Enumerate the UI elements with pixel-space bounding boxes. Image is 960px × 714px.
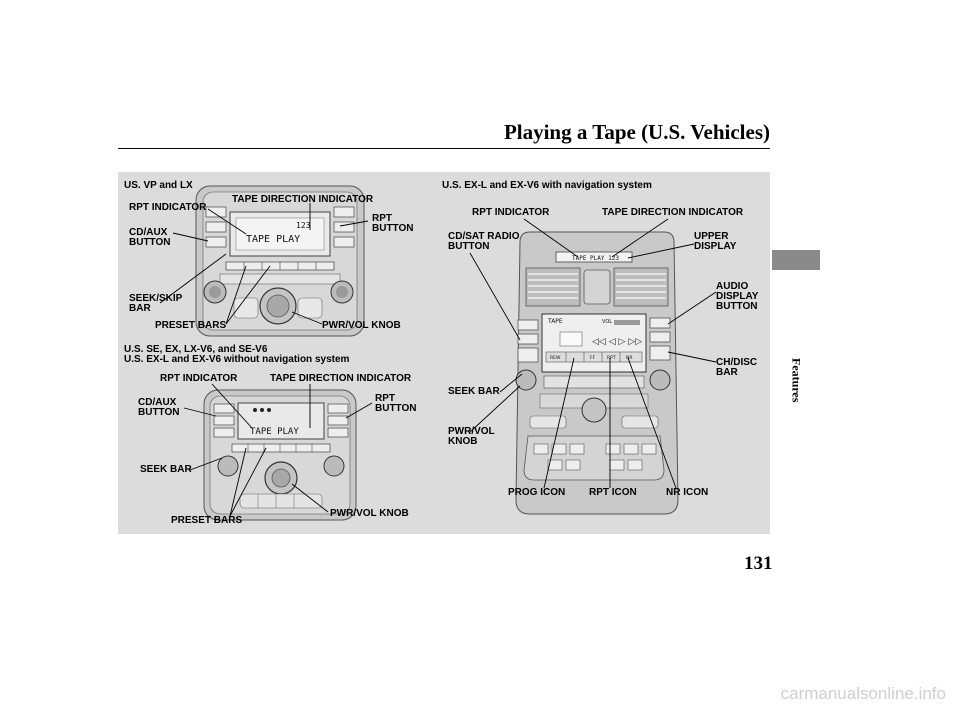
r-btn-nr: NR	[626, 355, 633, 361]
label-bl-pwr-vol: PWR/VOL KNOB	[330, 508, 409, 519]
label-bl-tape-direction: TAPE DIRECTION INDICATOR	[270, 373, 412, 384]
r-upper-display-text: TAPE PLAY 123	[572, 255, 619, 262]
label-bl-preset-bars: PRESET BARS	[171, 515, 243, 526]
label-bl-rpt-button: RPT BUTTON	[375, 393, 417, 414]
r-screen-mode: TAPE	[547, 318, 563, 325]
label-bl-cd-aux: CD/AUX BUTTON	[138, 397, 180, 418]
bl-display-text: TAPE PLAY	[250, 427, 299, 437]
r-btn-ff: FF	[590, 355, 596, 361]
watermark: carmanualsonline.info	[780, 684, 946, 703]
page-title: Playing a Tape (U.S. Vehicles)	[503, 120, 770, 144]
section-title-top-left: US. VP and LX	[124, 180, 193, 191]
label-r-ch-disc: CH/DISC BAR	[716, 357, 758, 378]
section-tab	[772, 250, 820, 270]
label-r-seek-bar: SEEK BAR	[448, 386, 500, 397]
label-tl-pwr-vol: PWR/VOL KNOB	[322, 320, 401, 331]
r-leader-lines	[469, 218, 717, 489]
page-number: 131	[744, 553, 773, 574]
section-title-right: U.S. EX-L and EX-V6 with navigation syst…	[442, 180, 652, 191]
label-tl-tape-direction: TAPE DIRECTION INDICATOR	[232, 194, 374, 205]
label-r-audio-display: AUDIO DISPLAY BUTTON	[716, 281, 759, 312]
label-tl-rpt-indicator: RPT INDICATOR	[129, 202, 207, 213]
title-rule	[118, 148, 770, 149]
right-unit: ◁◁ ◁ ▷ ▷▷	[515, 231, 679, 515]
r-btn-rpt: RPT	[607, 355, 616, 361]
svg-text:◁◁ ◁ ▷ ▷▷: ◁◁ ◁ ▷ ▷▷	[592, 337, 642, 347]
label-r-rpt-indicator: RPT INDICATOR	[472, 207, 550, 218]
label-tl-rpt-button: RPT BUTTON	[372, 213, 414, 234]
label-bl-rpt-indicator: RPT INDICATOR	[160, 373, 238, 384]
tl-display-track: 123	[296, 221, 311, 230]
r-screen-buttons: REW FF RPT NR	[550, 355, 633, 361]
label-tl-preset-bars: PRESET BARS	[155, 320, 227, 331]
section-label: Features	[789, 357, 804, 403]
label-r-cd-sat: CD/SAT RADIO BUTTON	[448, 231, 520, 252]
label-r-pwr-vol: PWR/VOL KNOB	[448, 426, 495, 447]
bl-leader-lines	[183, 383, 373, 517]
bottom-left-unit	[203, 389, 357, 521]
tl-leader-lines	[159, 203, 369, 325]
r-screen-vol: VOL	[602, 319, 612, 325]
section-title-bottom-left: U.S. SE, EX, LX-V6, and SE-V6 U.S. EX-L …	[124, 344, 350, 365]
label-bl-seek-bar: SEEK BAR	[140, 464, 192, 475]
top-left-unit	[195, 185, 365, 337]
label-tl-seek-skip: SEEK/SKIP BAR	[129, 293, 183, 314]
r-btn-rew: REW	[550, 355, 561, 361]
label-r-prog-icon: PROG ICON	[508, 487, 566, 498]
label-r-nr-icon: NR ICON	[666, 487, 709, 498]
label-r-tape-direction: TAPE DIRECTION INDICATOR	[602, 207, 744, 218]
label-tl-cd-aux: CD/AUX BUTTON	[129, 227, 171, 248]
label-r-upper-display: UPPER DISPLAY	[694, 231, 737, 252]
label-r-rpt-icon: RPT ICON	[589, 487, 637, 498]
tl-display-text: TAPE PLAY	[246, 234, 300, 245]
